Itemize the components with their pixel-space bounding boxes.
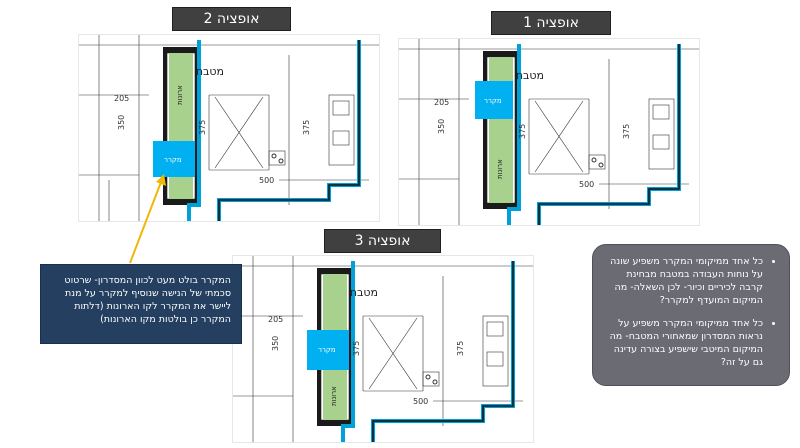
dim-island-3: 375 bbox=[352, 341, 361, 356]
kitchen-label-1: מטבח bbox=[516, 69, 544, 82]
option-3-floorplan: 205 350 375 375 500 מטבח ארונות מקרר bbox=[232, 255, 534, 443]
kitchen-label-2: מטבח bbox=[196, 65, 224, 78]
dim-len-3: 350 bbox=[271, 336, 280, 351]
dim-bottom-1: 500 bbox=[579, 180, 594, 189]
option-3-title: אופציה 3 bbox=[324, 229, 441, 253]
note-item-1: כל אחד ממיקומי המקרר משפיע שונה על נוחות… bbox=[603, 255, 763, 307]
dim-right-1: 375 bbox=[622, 124, 631, 139]
option-1-floorplan: 205 350 375 375 500 מטבח ארונות מקרר bbox=[398, 38, 700, 226]
dim-bottom-3: 500 bbox=[413, 397, 428, 406]
dim-len-2: 350 bbox=[117, 115, 126, 130]
fridge-label-1: מקרר bbox=[484, 97, 502, 105]
kitchen-label-3: מטבח bbox=[350, 286, 378, 299]
dim-right-2: 375 bbox=[302, 120, 311, 135]
dim-island-1: 375 bbox=[518, 124, 527, 139]
dim-width-3: 205 bbox=[268, 315, 283, 324]
dim-width-2: 205 bbox=[114, 94, 129, 103]
dim-right-3: 375 bbox=[456, 341, 465, 356]
dim-bottom-2: 500 bbox=[259, 176, 274, 185]
dim-island-2: 375 bbox=[198, 120, 207, 135]
callout-text: המקרר בולט מעט לכוון המסדרון- שרטוט סכמת… bbox=[64, 275, 231, 325]
pantry-label-3: ארונות bbox=[330, 386, 338, 406]
option-2-title: אופציה 2 bbox=[172, 7, 291, 31]
fridge-label-3: מקרר bbox=[318, 346, 336, 354]
dim-width-1: 205 bbox=[434, 98, 449, 107]
option-2-floorplan: 205 350 375 375 500 מטבח ארונות מקרר bbox=[78, 34, 380, 222]
fridge-niche-callout: המקרר בולט מעט לכוון המסדרון- שרטוט סכמת… bbox=[40, 264, 242, 344]
pantry-label-2: ארונות bbox=[176, 85, 184, 105]
option-1-title: אופציה 1 bbox=[491, 11, 611, 35]
fridge-label-2: מקרר bbox=[164, 156, 182, 164]
note-item-2: כל אחד ממיקומי המקרר משפיע על נראות המסד… bbox=[603, 317, 763, 369]
questions-note: כל אחד ממיקומי המקרר משפיע שונה על נוחות… bbox=[592, 244, 790, 386]
dim-len-1: 350 bbox=[437, 119, 446, 134]
pantry-label-1: ארונות bbox=[496, 159, 504, 179]
